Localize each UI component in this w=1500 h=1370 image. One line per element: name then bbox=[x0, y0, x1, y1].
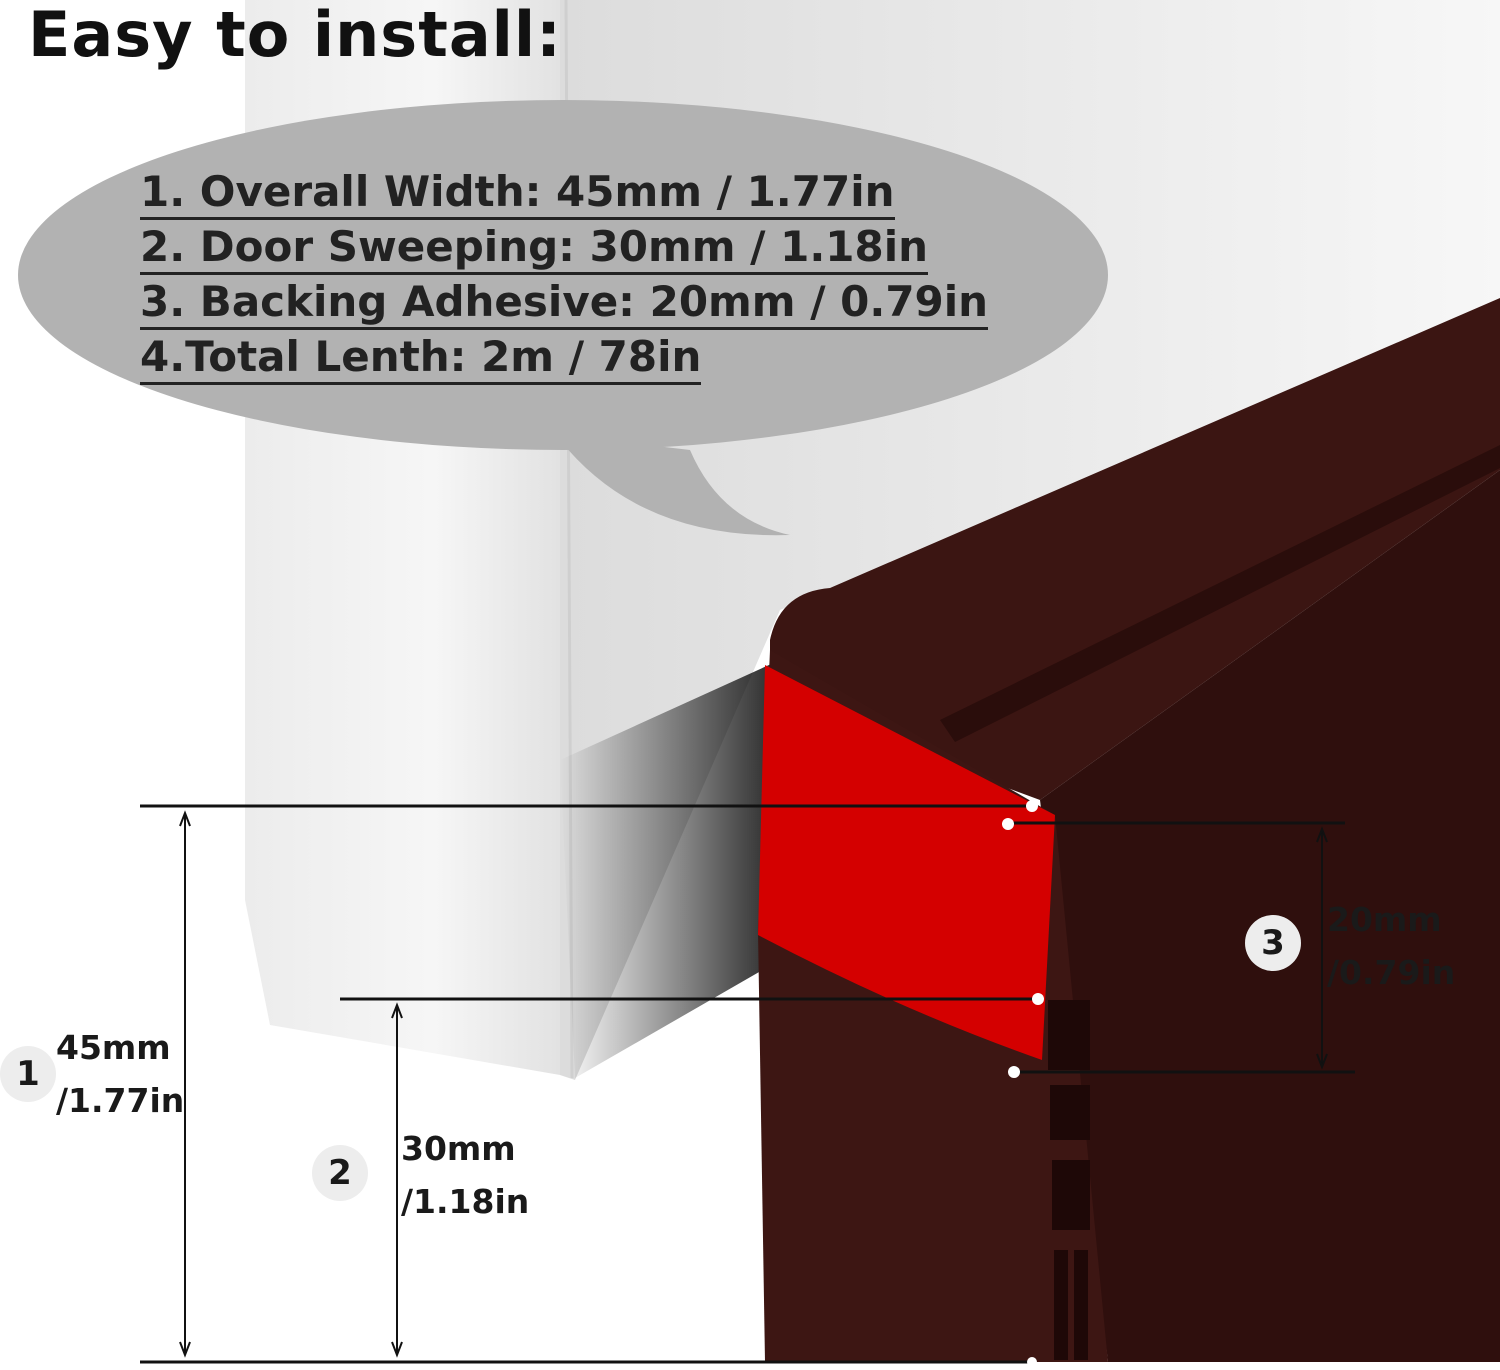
spec-overall-width: 1. Overall Width: 45mm / 1.77in bbox=[140, 168, 895, 220]
seal-top-surface bbox=[770, 298, 1500, 800]
adhesive-tape bbox=[758, 665, 1055, 1060]
seal-fin-slot bbox=[1074, 1250, 1088, 1360]
door-shadow bbox=[560, 660, 780, 1078]
dimension-badge-1: 1 bbox=[0, 1046, 56, 1102]
dimension-value-mm: 30mm bbox=[401, 1129, 516, 1168]
dimension-value-in: /0.79in bbox=[1327, 953, 1456, 992]
dimension-badge-2: 2 bbox=[312, 1145, 368, 1201]
dimension-label-sweep: 30mm /1.18in bbox=[401, 1122, 529, 1228]
arrow-head bbox=[1316, 1053, 1328, 1070]
dimension-value-mm: 20mm bbox=[1327, 900, 1442, 939]
seal-fin-slot bbox=[1048, 1000, 1090, 1070]
dimension-badge-3: 3 bbox=[1245, 915, 1301, 971]
arrow-head bbox=[179, 810, 191, 827]
spec-total-length: 4.Total Lenth: 2m / 78in bbox=[140, 333, 702, 385]
seal-groove bbox=[940, 445, 1500, 742]
spec-list: 1. Overall Width: 45mm / 1.77in 2. Door … bbox=[140, 168, 1000, 388]
dimension-label-adhesive: 20mm /0.79in bbox=[1327, 893, 1455, 999]
page-title: Easy to install: bbox=[28, 0, 562, 71]
measure-dot bbox=[1032, 993, 1044, 1005]
door-seal-strip bbox=[758, 298, 1500, 1362]
dimension-value-in: /1.77in bbox=[56, 1081, 185, 1120]
arrow-head bbox=[1316, 826, 1328, 843]
seal-fin-slot bbox=[1054, 1250, 1068, 1360]
measure-dot bbox=[1002, 818, 1014, 830]
arrow-head bbox=[179, 1341, 191, 1358]
bubble-tail bbox=[520, 430, 790, 536]
arrow-head bbox=[391, 1002, 403, 1019]
spec-door-sweeping: 2. Door Sweeping: 30mm / 1.18in bbox=[140, 223, 929, 275]
seal-fin-slot bbox=[1050, 1085, 1090, 1140]
measure-dot bbox=[1008, 1066, 1020, 1078]
dimension-lines bbox=[140, 804, 1355, 1364]
arrow-head bbox=[391, 1341, 403, 1358]
spec-bubble bbox=[18, 100, 1108, 536]
dimension-value-in: /1.18in bbox=[401, 1182, 530, 1221]
dimension-label-width: 45mm /1.77in bbox=[56, 1021, 184, 1127]
measure-points bbox=[1002, 800, 1044, 1367]
dimension-value-mm: 45mm bbox=[56, 1028, 171, 1067]
measure-dot bbox=[1026, 800, 1038, 812]
bubble-body bbox=[18, 100, 1108, 450]
spec-backing-adhesive: 3. Backing Adhesive: 20mm / 0.79in bbox=[140, 278, 989, 330]
measure-dot bbox=[1027, 1357, 1037, 1367]
seal-fin-slot bbox=[1052, 1160, 1090, 1230]
